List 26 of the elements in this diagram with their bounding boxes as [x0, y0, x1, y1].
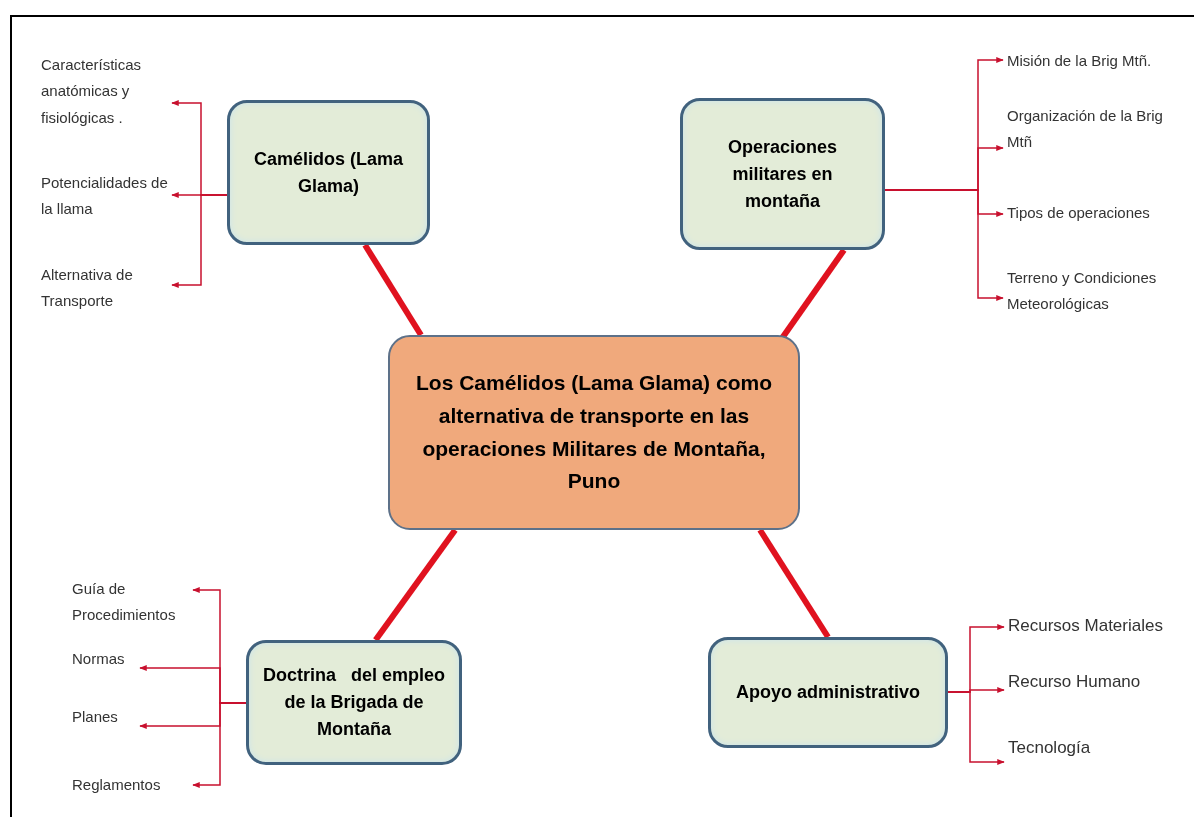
connector-line: [373, 528, 458, 642]
subtopic-text: Normas: [68, 646, 140, 676]
arrow: [192, 702, 247, 788]
subtopic-text: Terreno y Condiciones Meteorológicas: [1003, 265, 1191, 321]
topic-box: Doctrina del empleo de la Brigada de Montaña: [246, 640, 462, 765]
subtopic-text: Guía de Procedimientos: [68, 576, 193, 632]
subtopic-text: Características anatómicas y fisiológicas .: [37, 52, 172, 132]
subtopic-text: Tecnología: [1004, 734, 1190, 764]
arrow: [171, 194, 228, 288]
subtopic-text: Recursos Materiales: [1004, 612, 1190, 642]
subtopic-text: Misión de la Brig Mtñ.: [1003, 48, 1191, 74]
central-topic-box: Los Camélidos (Lama Glama) como alternativa de transporte en las operaciones Militares de Montaña, Puno: [388, 335, 800, 530]
subtopic-text: Potencialidades de la llama: [37, 170, 172, 224]
subtopic-text: Recurso Humano: [1004, 668, 1190, 698]
subtopic-text: Reglamentos: [68, 772, 193, 798]
connector-line: [362, 243, 424, 337]
subtopic-text: Organización de la Brig Mtñ: [1003, 103, 1163, 163]
subtopic-text: Alternativa de Transporte: [37, 262, 172, 316]
topic-box: Apoyo administrativo: [708, 637, 948, 748]
topic-box: Operaciones militares en montaña: [680, 98, 885, 250]
connector-line: [757, 528, 831, 639]
arrow: [884, 189, 1004, 301]
subtopic-text: Planes: [68, 704, 140, 734]
subtopic-text: Tipos de operaciones: [1003, 200, 1191, 228]
topic-box: Camélidos (Lama Glama): [227, 100, 430, 245]
arrow: [947, 691, 1005, 765]
